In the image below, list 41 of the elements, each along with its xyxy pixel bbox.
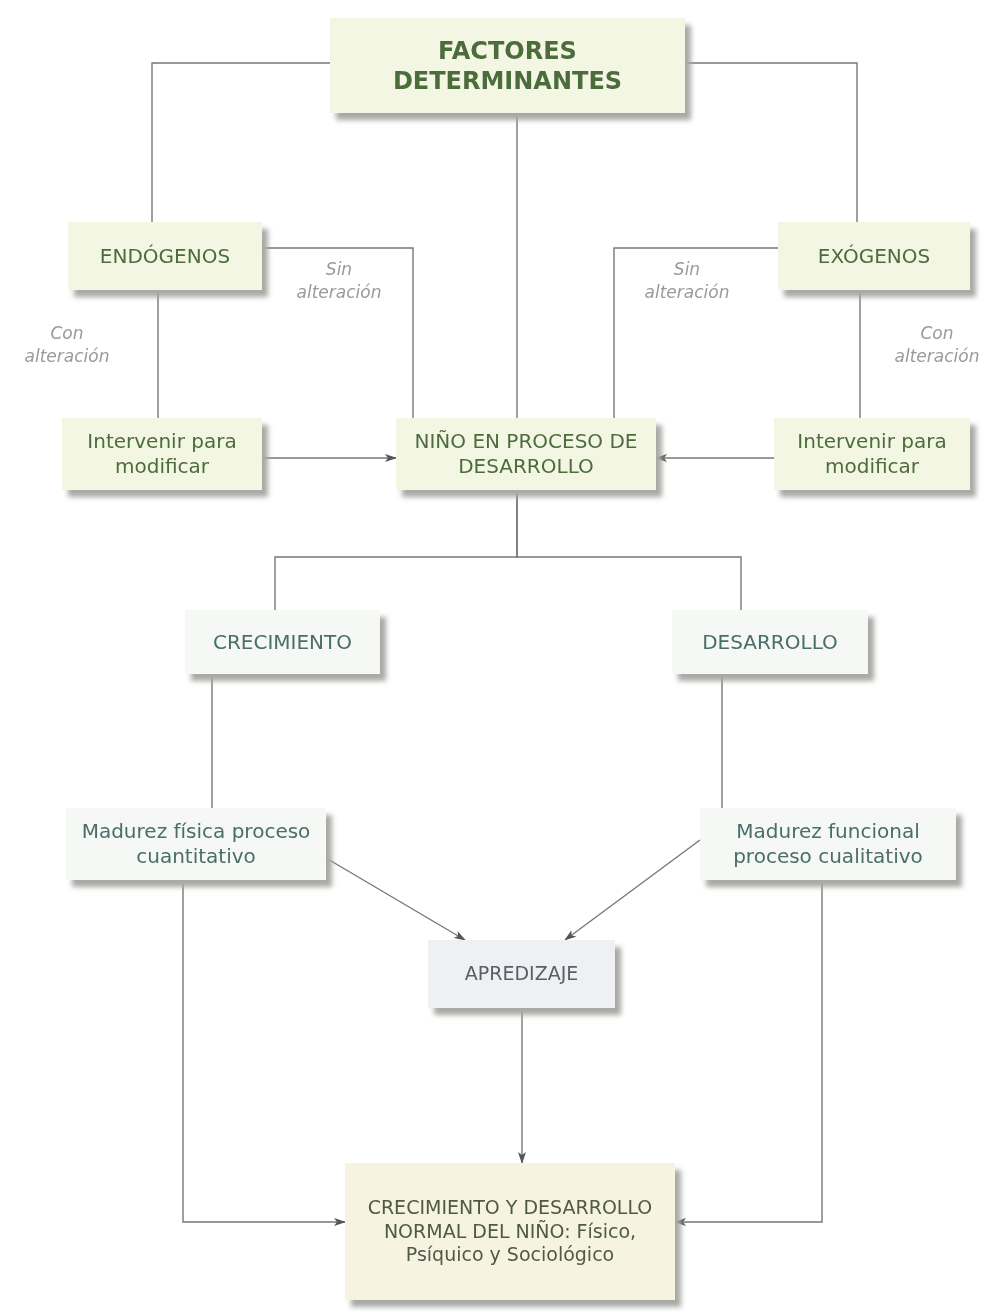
- box-text: CRECIMIENTO: [212, 629, 353, 655]
- concept-box: [396, 418, 656, 490]
- arrow: [564, 839, 701, 941]
- concept-box: [66, 808, 326, 880]
- concept-box: [185, 610, 380, 674]
- arrow: [182, 879, 346, 1226]
- connector-line: [516, 489, 742, 611]
- box-text: Madurez física proceso cuantitativo: [80, 819, 312, 869]
- arrow: [655, 454, 775, 462]
- connector-line: [261, 247, 414, 419]
- connector-line: [684, 62, 858, 223]
- connector-line: [157, 289, 159, 419]
- concept-box: [672, 610, 868, 674]
- concept-box: [345, 1163, 675, 1300]
- concept-box: [68, 222, 262, 290]
- box-text: EXÓGENOS: [817, 243, 931, 269]
- connector-line: [211, 673, 213, 809]
- box-text: CRECIMIENTO Y DESARROLLO NORMAL DEL NIÑO: Físico, Psíquico y Sociológico: [366, 1195, 654, 1268]
- connector-line: [613, 247, 779, 419]
- concept-box: [774, 418, 970, 490]
- connector-line: [151, 62, 331, 223]
- connector-line: [859, 289, 861, 419]
- box-text: DESARROLLO: [702, 629, 838, 655]
- concept-box: [778, 222, 970, 290]
- concept-box: [62, 418, 262, 490]
- box-text: FACTORES DETERMINANTES: [391, 35, 624, 96]
- box-text: ENDÓGENOS: [99, 243, 231, 269]
- arrow: [674, 879, 823, 1226]
- concept-box: [700, 808, 956, 880]
- box-text: Madurez funcional proceso cualitativo: [732, 819, 924, 869]
- connector-line: [721, 673, 723, 809]
- box-text: APREDIZAJE: [464, 962, 579, 986]
- arrow: [518, 1007, 526, 1164]
- arrow: [325, 857, 466, 941]
- box-text: Intervenir para modificar: [796, 429, 948, 479]
- connector-line: [516, 112, 518, 419]
- arrow: [261, 454, 397, 462]
- concept-box: [330, 18, 685, 113]
- box-text: NIÑO EN PROCESO DE DESARROLLO: [413, 429, 639, 479]
- concept-box: [428, 940, 615, 1008]
- box-text: Intervenir para modificar: [86, 429, 238, 479]
